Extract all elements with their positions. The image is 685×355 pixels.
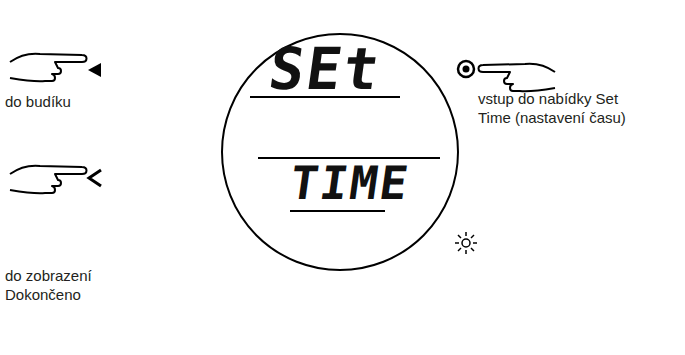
pointing-hand: [10, 166, 87, 194]
light-ray: [465, 232, 467, 236]
lcd-line: [258, 157, 440, 159]
light-ray: [458, 248, 461, 251]
light-ray: [471, 248, 474, 251]
button-symbol: [88, 63, 101, 77]
button-symbol: [463, 66, 470, 73]
button-caption: vstup do nabídky Set Time (nastavení čas…: [478, 89, 654, 127]
light-ray: [473, 242, 477, 244]
hand-outline: [10, 54, 87, 82]
pointing-hand: [10, 54, 87, 82]
display-circle: [222, 34, 458, 270]
light-ray: [465, 250, 467, 254]
light-symbol-core: [462, 239, 470, 247]
pointing-hand: [479, 64, 556, 92]
lcd-text: SEt: [256, 40, 394, 98]
light-ray: [471, 235, 474, 238]
hand-outline: [10, 166, 87, 194]
light-ray: [458, 235, 461, 238]
hand-outline: [479, 64, 556, 92]
button-symbol: [458, 61, 474, 77]
lcd-line: [290, 210, 385, 212]
lcd-text: TIME: [287, 160, 413, 206]
button-caption: do budíku: [5, 92, 125, 111]
light-ray: [455, 242, 459, 244]
watch-display: SEtTIME: [220, 32, 460, 272]
light-symbol: [455, 232, 477, 254]
button-symbol: [89, 170, 101, 186]
button-caption: do zobrazení Dokončeno: [5, 266, 117, 304]
